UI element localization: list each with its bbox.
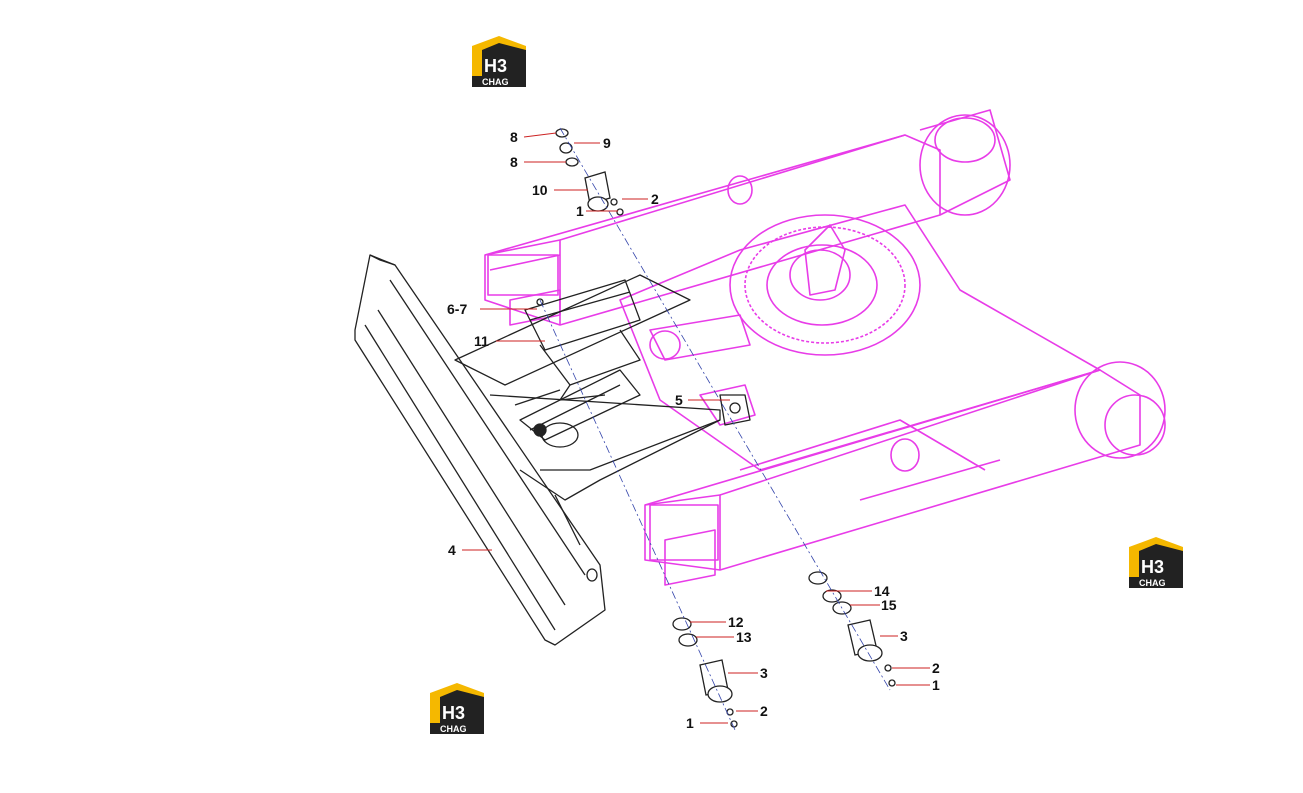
callout-15: 15 [881,597,897,613]
callout-3-right: 3 [900,628,908,644]
leader-lines [462,132,930,724]
callout-2-right: 2 [932,660,940,676]
brand-logo-right: H3 CHAG [1129,537,1183,588]
callout-labels: 8 9 8 10 2 1 6-7 11 5 4 14 15 3 2 1 12 1… [447,129,940,731]
callout-6-7: 6-7 [447,301,467,317]
callout-9: 9 [603,135,611,151]
callout-3-lower: 3 [760,665,768,681]
assembly-axes [539,127,891,731]
callout-5: 5 [675,392,683,408]
undercarriage-frame [484,109,1166,586]
logo-mark: H3 [1141,557,1164,577]
brand-logo-top: H3 CHAG [472,36,526,87]
callout-8-top: 8 [510,129,518,145]
callout-1-right: 1 [932,677,940,693]
logo-word: CHAG [440,724,467,734]
dozer-blade-assembly [354,254,751,646]
logo-mark: H3 [442,703,465,723]
callout-14: 14 [874,583,890,599]
callout-12: 12 [728,614,744,630]
callout-4: 4 [448,542,456,558]
callout-1-lower: 1 [686,715,694,731]
callout-2-lower: 2 [760,703,768,719]
callout-11: 11 [474,333,489,349]
callout-13: 13 [736,629,752,645]
logo-word: CHAG [482,77,509,87]
logo-word: CHAG [1139,578,1166,588]
callout-1-top: 1 [576,203,584,219]
logo-mark: H3 [484,56,507,76]
callout-8-lower: 8 [510,154,518,170]
callout-10: 10 [532,182,548,198]
brand-logo-bottom: H3 CHAG [430,683,484,734]
callout-2-top: 2 [651,191,659,207]
